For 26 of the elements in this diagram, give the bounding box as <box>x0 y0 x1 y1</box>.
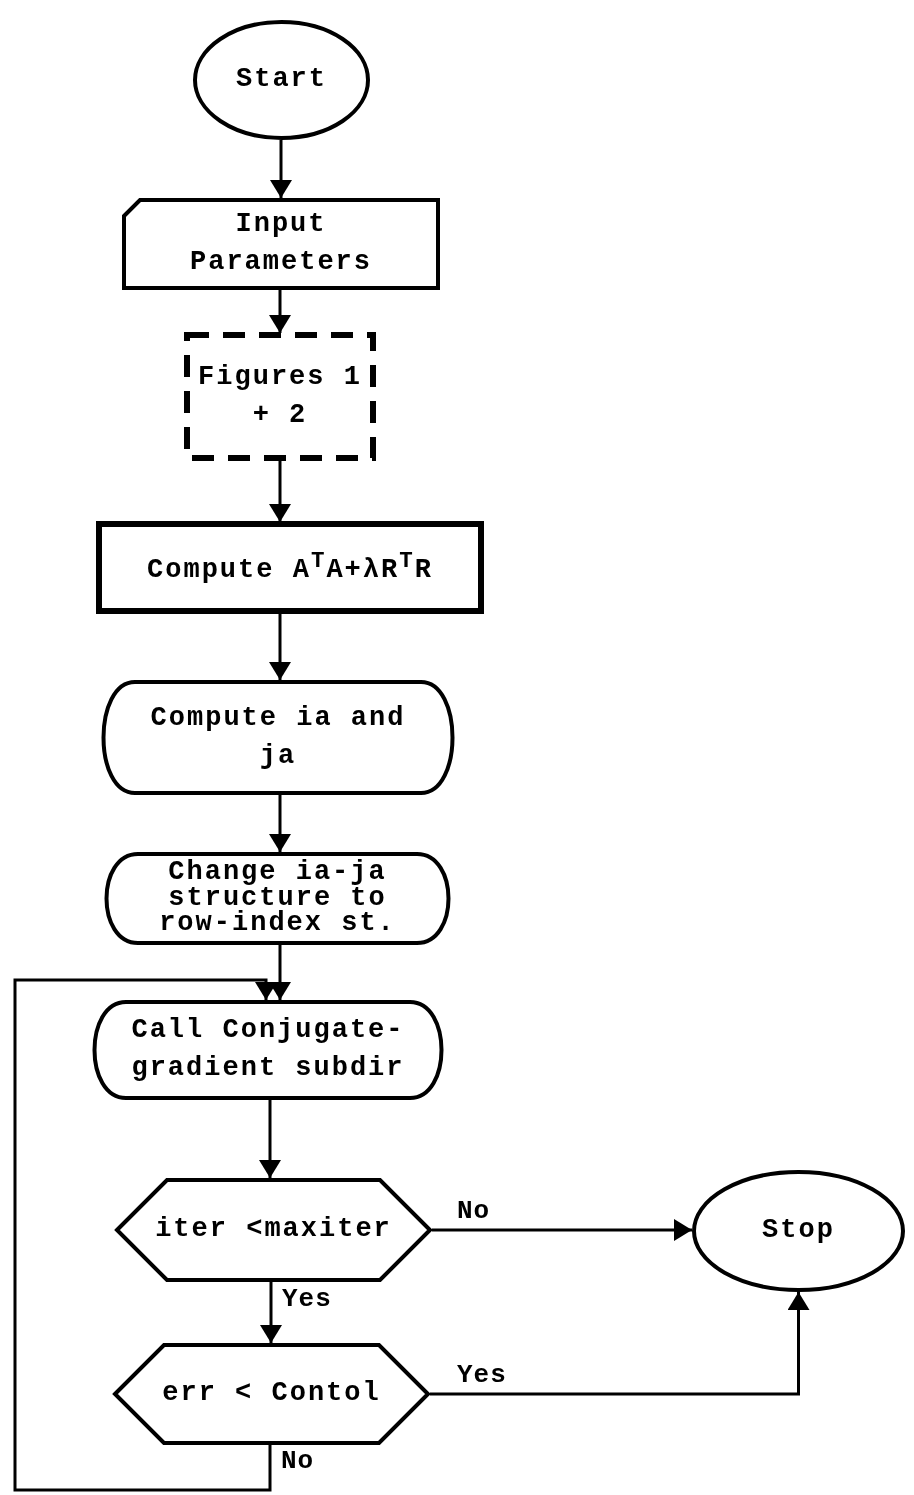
arrow <box>270 140 292 198</box>
decision-hexagon <box>113 1343 430 1445</box>
arrow <box>269 613 291 680</box>
arrow <box>259 1100 281 1178</box>
node-text: Change ia-ja structure to row-index st. <box>158 860 397 937</box>
arrow <box>260 1282 282 1343</box>
node-text: err < Contol <box>161 1377 382 1411</box>
dashed-reference-box <box>185 333 375 460</box>
node-text: Input Parameters <box>189 208 373 279</box>
node-text: Compute ia and ja <box>149 701 407 773</box>
start-terminal-ellipse <box>193 20 370 140</box>
arrow <box>432 1219 692 1241</box>
node-text: Figures 1 + 2 <box>197 360 363 432</box>
decision-hexagon <box>115 1178 432 1282</box>
arrow <box>269 460 291 522</box>
node-text: Start <box>235 63 328 97</box>
arrow <box>269 795 291 852</box>
input-box <box>122 198 440 290</box>
node-text: Call Conjugate-gradient subdir <box>130 1014 406 1085</box>
node-text: Compute A$^{T}$A+λR$^{T}$R <box>146 546 434 587</box>
node-text: iter <maxiter <box>154 1213 393 1247</box>
stop-terminal-ellipse <box>692 1170 905 1292</box>
arrow <box>430 1292 810 1396</box>
arrow <box>269 290 291 333</box>
process-box <box>97 522 483 613</box>
node-text: Stop <box>761 1214 836 1248</box>
